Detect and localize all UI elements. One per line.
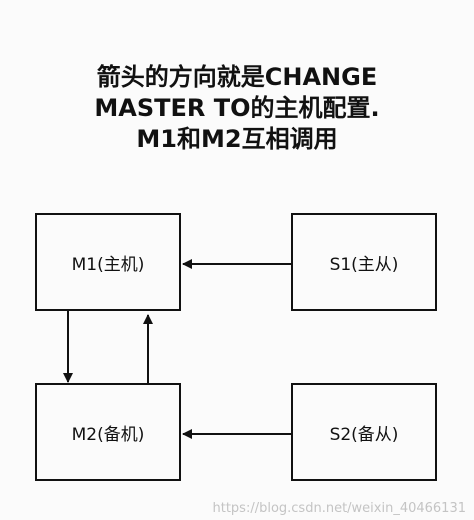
title-line-3: M1和M2互相调用 [136,125,338,153]
node-m1: M1(主机) [35,213,181,311]
title-line-1: 箭头的方向就是CHANGE [96,63,378,91]
watermark: https://blog.csdn.net/weixin_40466131 [212,501,466,516]
node-s1-label: S1(主从) [329,254,399,275]
node-s1: S1(主从) [291,213,437,311]
node-s2: S2(备从) [291,383,437,481]
diagram-title: 箭头的方向就是CHANGE MASTER TO的主机配置. M1和M2互相调用 [0,62,474,155]
node-m2: M2(备机) [35,383,181,481]
node-s2-label: S2(备从) [329,424,399,445]
node-m2-label: M2(备机) [71,424,145,445]
node-m1-label: M1(主机) [71,254,145,275]
title-line-2: MASTER TO的主机配置. [94,94,380,122]
